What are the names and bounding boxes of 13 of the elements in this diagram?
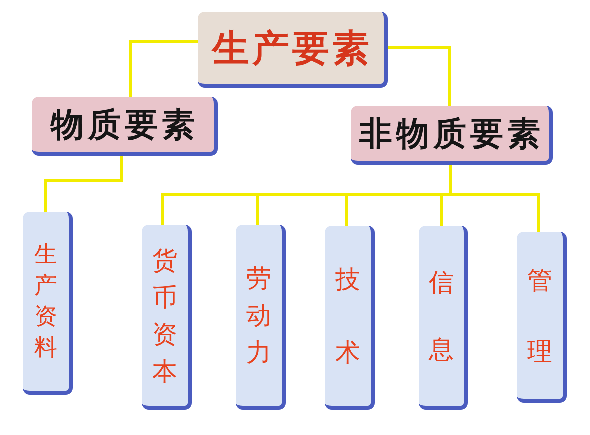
factor-box: 生产资料	[23, 212, 73, 395]
factor-box: 信息	[419, 226, 468, 410]
factor-box: 劳动力	[236, 225, 286, 410]
connector-line	[388, 46, 452, 106]
factor-box: 技术	[325, 226, 375, 410]
connector-line	[130, 40, 198, 97]
connector-line	[44, 156, 124, 212]
connector-line	[450, 165, 540, 232]
root-box: 生产要素	[198, 12, 388, 88]
category-box: 非物质要素	[351, 106, 553, 165]
factor-box: 货币资本	[142, 225, 192, 410]
category-box: 物质要素	[32, 97, 218, 156]
factor-box: 管理	[517, 232, 567, 403]
